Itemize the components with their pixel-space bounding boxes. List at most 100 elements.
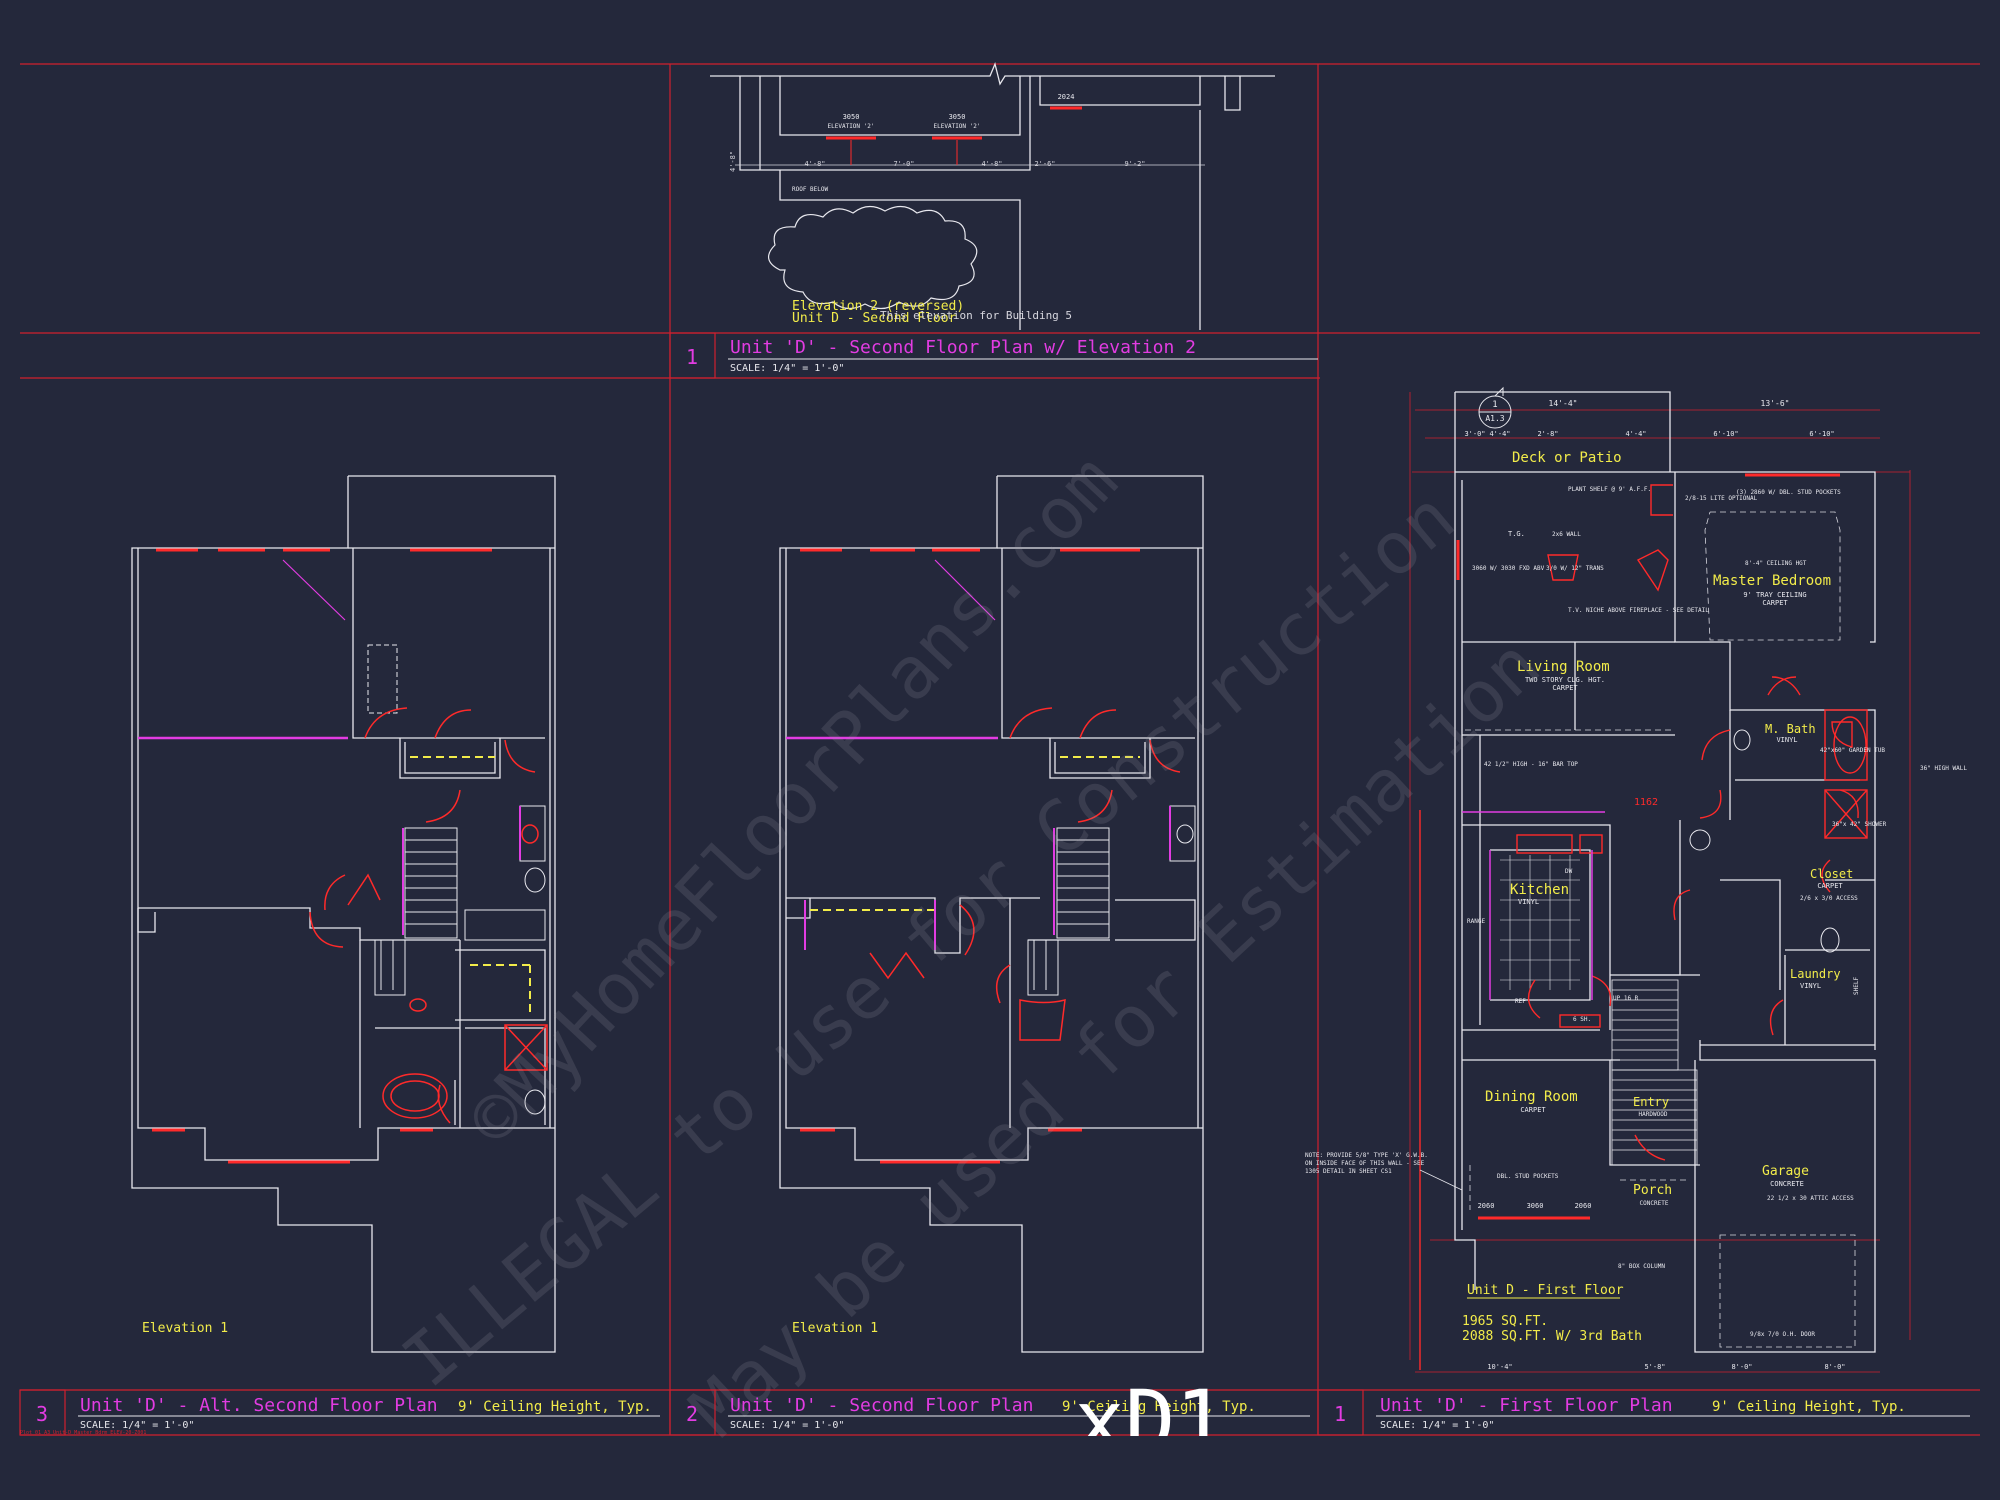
room-garage: Garage [1762, 1164, 1809, 1179]
sheet-grid-lines [20, 63, 1980, 1436]
note-tv-niche: T.V. NICHE ABOVE FIREPLACE - SEE DETAIL [1568, 607, 1709, 614]
cloud-overlap-note: This elevation for Building 5 [880, 309, 1072, 322]
right-doors [1419, 484, 1868, 1370]
note-dining-pockets: DBL. STUD POCKETS [1497, 1173, 1559, 1180]
dim-4: 2'-6" [1034, 160, 1055, 168]
left-ceiling-note: 9' Ceiling Height, Typ. [458, 1399, 652, 1415]
room-closet: Closet [1810, 867, 1853, 881]
title-block-right: 1 Unit 'D' - First Floor Plan 9' Ceiling… [1317, 1389, 1970, 1436]
left-stair [374, 827, 458, 996]
left-floor-plan: Elevation 1 [131, 475, 556, 1353]
cloud-subtitle: Unit D - Second Floor [792, 311, 957, 326]
note-box-column: 8" BOX COLUMN [1618, 1263, 1665, 1270]
plot-path-note: Plot 01 A3 Unit-D Master Bdrm ELEV-20-Z0… [20, 1430, 146, 1436]
middle-plan-scale: SCALE: 1/4" = 1'-0" [730, 1420, 844, 1431]
window-2060-a: 2060 [1478, 1202, 1495, 1210]
note-window-3060: 3060 W/ 3030 FXD ABV [1472, 565, 1545, 572]
room-mbath: M. Bath [1765, 722, 1816, 736]
master-sub1: 9' TRAY CEILING [1743, 591, 1806, 599]
left-windows [152, 548, 492, 1164]
note-ref: REF [1515, 998, 1526, 1005]
middle-stair [1027, 805, 1196, 996]
living-sub1: TWO STORY CLG. HGT. [1525, 676, 1605, 684]
dim-bottom-2: 5'-8" [1644, 1363, 1665, 1371]
cloud-title: Elevation 2 (reversed) [792, 299, 964, 314]
title-block-left: 3 Unit 'D' - Alt. Second Floor Plan 9' C… [19, 1389, 660, 1436]
garage-sub: CONCRETE [1770, 1180, 1804, 1188]
side-dim: 4'-8" [729, 151, 737, 172]
dim-bottom-1: 10'-4" [1487, 1363, 1512, 1371]
living-sub2: CARPET [1552, 684, 1578, 692]
dim-1: 4'-8" [804, 160, 825, 168]
section-tag-top: 1 [1492, 400, 1497, 410]
laundry-sub: VINYL [1800, 982, 1821, 990]
closet-sub: CARPET [1817, 882, 1843, 890]
right-floor-plan: 1 A1.3 Deck or Patio Master Bedroom 9' T… [1305, 386, 1967, 1373]
note-garage-door: 9/8x 7/0 O.H. DOOR [1750, 1331, 1815, 1338]
middle-plan-title: Unit 'D' - Second Floor Plan [730, 1395, 1033, 1416]
middle-ceiling-note: 9' Ceiling Height, Typ. [1062, 1399, 1256, 1415]
middle-floor-plan: Elevation 1 [779, 475, 1204, 1353]
section-tag-bottom: A1.3 [1485, 414, 1504, 423]
master-sub2: CARPET [1762, 599, 1788, 607]
note-tg: T.G. [1508, 530, 1525, 538]
top-partial-plan: 3050 ELEVATION '2' 3050 ELEVATION '2' 20… [669, 61, 1318, 379]
note-block-text: NOTE: PROVIDE 5/8" TYPE 'X' G.W.B. ON IN… [1305, 1152, 1428, 1175]
left-elevation-label: Elevation 1 [142, 1321, 228, 1336]
dim-3: 4'-8" [981, 160, 1002, 168]
roof-note: ROOF BELOW [792, 186, 829, 193]
left-plan-title: Unit 'D' - Alt. Second Floor Plan [80, 1395, 438, 1416]
kitchen-sub: VINYL [1518, 898, 1539, 906]
room-laundry: Laundry [1790, 967, 1841, 981]
note-dw: DW [1565, 868, 1573, 875]
porch-sub: CONCRETE [1640, 1200, 1669, 1207]
right-ceiling-note: 9' Ceiling Height, Typ. [1712, 1399, 1906, 1415]
window-note-1: ELEVATION '2' [828, 123, 875, 130]
window-size-1: 3050 [843, 113, 860, 121]
note-up-stair: UP 16 R [1613, 995, 1639, 1002]
room-living: Living Room [1517, 659, 1610, 675]
note-bar-top: 42 1/2" HIGH - 16" BAR TOP [1484, 761, 1578, 768]
note-shelf: SHELF [1853, 977, 1860, 995]
top-plan-scale: SCALE: 1/4" = 1'-0" [730, 363, 844, 374]
note-shower: 36"x 42" SHOWER [1832, 821, 1887, 828]
window-size-3: 2024 [1058, 93, 1075, 101]
middle-windows [800, 548, 1140, 1164]
middle-elevation-label: Elevation 1 [792, 1321, 878, 1336]
dim-5: 9'-2" [1124, 160, 1145, 168]
dim-bottom-4: 8'-0" [1824, 1363, 1845, 1371]
room-kitchen: Kitchen [1510, 882, 1569, 898]
dim-bottom-3: 8'-0" [1731, 1363, 1752, 1371]
middle-doors [869, 707, 1181, 1041]
note-range: RANGE [1467, 918, 1485, 925]
title-block-middle: 2 Unit 'D' - Second Floor Plan 9' Ceilin… [669, 1389, 1310, 1436]
note-6-shelf: 6 SH. [1573, 1016, 1591, 1023]
revision-cloud [768, 205, 978, 310]
note-attic-access: 2/6 x 3/0 ACCESS [1800, 895, 1858, 902]
right-plan-scale: SCALE: 1/4" = 1'-0" [1380, 1420, 1494, 1431]
room-deck: Deck or Patio [1512, 450, 1622, 466]
note-trans: 3/0 W/ 12" TRANS [1546, 565, 1604, 572]
sheet-number-top: 1 [686, 345, 698, 369]
dim-row1-6: 6'-10" [1809, 430, 1834, 438]
note-ceiling-hgt: 8'-4" CEILING HGT [1745, 560, 1807, 567]
right-windows [1456, 473, 1840, 1220]
middle-sheet-number: 2 [686, 1402, 698, 1426]
note-1162: 1162 [1634, 797, 1658, 808]
note-garden-tub: 42"x60" GARDEN TUB [1820, 747, 1885, 754]
window-3060: 3060 [1527, 1202, 1544, 1210]
window-size-2: 3050 [949, 113, 966, 121]
dim-row1-2: 4'-4" [1489, 430, 1510, 438]
window-2060-b: 2060 [1575, 1202, 1592, 1210]
dim-top-2: 13'-6" [1761, 399, 1790, 408]
dim-2: 7'-0" [893, 160, 914, 168]
room-entry: Entry [1633, 1095, 1669, 1109]
note-lite: 2/8-15 LITE OPTIONAL [1685, 495, 1758, 502]
note-2x6-wall: 2x6 WALL [1552, 531, 1581, 538]
mbath-sub: VINYL [1776, 736, 1797, 744]
dim-top-1: 14'-4" [1549, 399, 1578, 408]
dim-row1-3: 2'-8" [1537, 430, 1558, 438]
room-porch: Porch [1633, 1183, 1672, 1198]
